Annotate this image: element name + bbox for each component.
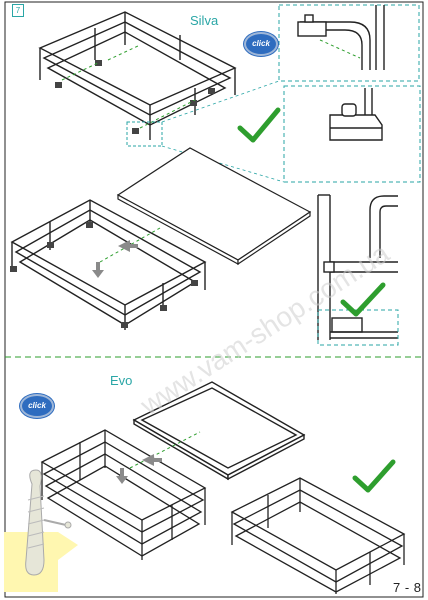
- evo-guides: [129, 431, 201, 469]
- section-label-silva: Silva: [190, 13, 219, 28]
- arrow-icon: [116, 454, 162, 484]
- section-label-evo: Evo: [110, 373, 133, 388]
- detail-panel-1: [278, 4, 420, 82]
- silva-upper-guides: [61, 44, 196, 129]
- checkmark-icon: [352, 459, 396, 493]
- silva-lower-feet: [10, 222, 198, 328]
- evo-tray: [132, 381, 306, 481]
- page-number: 7 - 8: [393, 580, 422, 595]
- detail-panel-2-drawing: [329, 88, 383, 141]
- profile-detail-drawing: [317, 194, 398, 340]
- detail-panel-1-drawing: [297, 5, 385, 70]
- step-number: 7: [12, 4, 24, 17]
- checkmark-icon: [340, 282, 386, 317]
- screw-mascot-icon: [4, 469, 78, 592]
- detail-callout-box: [126, 121, 163, 147]
- arrow-icon: [92, 240, 138, 278]
- detail-panel-2: [283, 85, 421, 183]
- page-border: [4, 1, 424, 598]
- click-badge: click: [20, 394, 54, 418]
- detail-1-guide: [319, 39, 361, 59]
- checkmark-icon: [237, 107, 281, 143]
- shelf-board: [116, 147, 312, 266]
- callout-connector-2: [161, 80, 280, 123]
- profile-callout-box: [317, 309, 399, 346]
- silva-upper-feet: [55, 60, 215, 134]
- evo-basket-left: [40, 429, 207, 560]
- silva-basket-upper: [38, 11, 237, 140]
- evo-basket-right: [230, 477, 406, 594]
- click-badge: click: [244, 32, 278, 56]
